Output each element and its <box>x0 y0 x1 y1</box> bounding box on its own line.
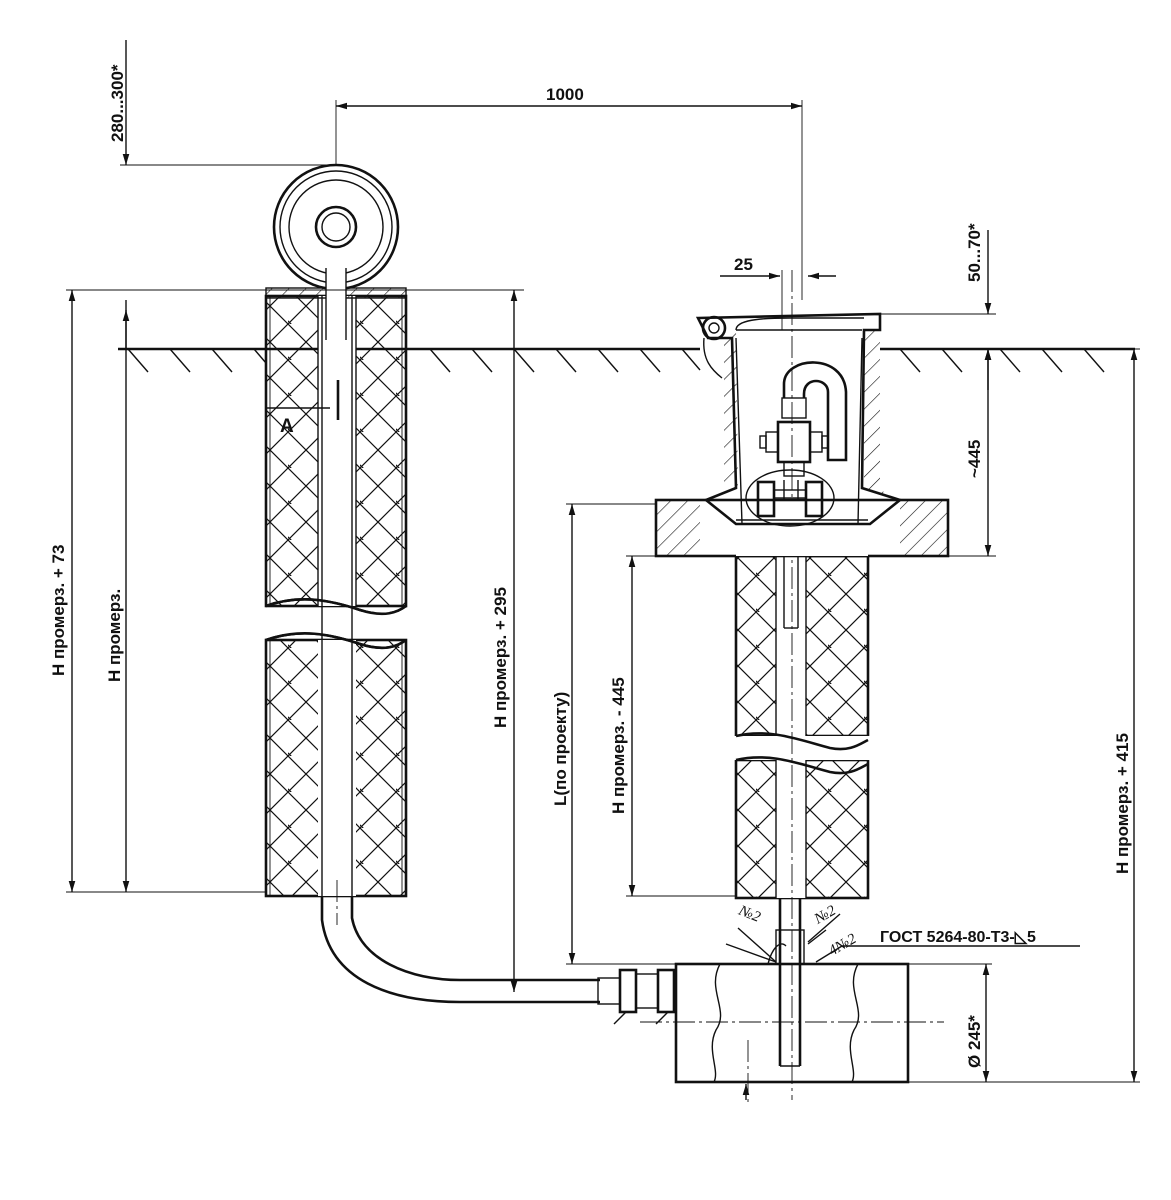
dim-head-depth: ~445 <box>965 440 984 478</box>
gost-standard-label: ГОСТ 5264-80-Т3-◺5 <box>880 929 1036 946</box>
section-mark-a: A <box>280 416 294 437</box>
label-h-plus-415: H промерз. + 415 <box>1113 733 1132 874</box>
dim-top-offset: 280...300* <box>108 64 127 142</box>
dimension-lines <box>66 40 1140 1100</box>
weld-label-bottom: 4№2 <box>826 931 860 960</box>
dim-offset-25: 25 <box>734 255 753 274</box>
label-design-length: L(по проекту) <box>551 692 570 806</box>
dim-diameter: Ø 245* <box>965 1015 984 1068</box>
valve-assembly <box>745 361 848 527</box>
dim-horizontal-spacing: 1000 <box>546 85 584 104</box>
weld-label-right: №2 <box>811 903 839 928</box>
connecting-pipe <box>320 880 676 1025</box>
weld-leaders <box>725 913 1080 963</box>
concrete-slab <box>654 498 950 558</box>
label-h-plus-295: H промерз. + 295 <box>491 587 510 728</box>
ground-surface <box>118 347 1135 373</box>
right-insulated-column <box>730 270 874 1100</box>
label-h-minus-445: H промерз. - 445 <box>609 677 628 814</box>
left-insulated-column <box>262 287 412 898</box>
weld-label-left: №2 <box>736 902 763 926</box>
dim-cover-height: 50...70* <box>965 223 984 282</box>
label-h-freeze: H промерз. <box>105 589 124 682</box>
hydrant-housing <box>695 312 903 526</box>
label-h-plus-73: H промерз. + 73 <box>49 545 68 676</box>
